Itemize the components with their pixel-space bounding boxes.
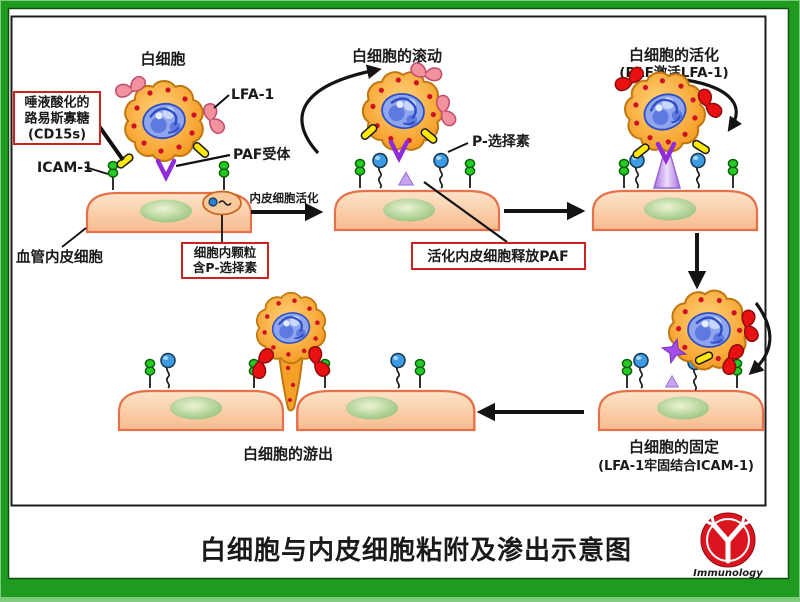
- svg-text:活化内皮细胞释放PAF: 活化内皮细胞释放PAF: [427, 248, 568, 265]
- svg-text:路易斯寡糖: 路易斯寡糖: [24, 111, 89, 127]
- arrest-subtitle: (LFA-1牢固结合ICAM-1): [598, 458, 754, 474]
- cd15s-callout-box: 唾液酸化的 路易斯寡糖 (CD15s): [13, 91, 101, 145]
- connector-line: [175, 153, 231, 168]
- connector-line: [84, 166, 109, 175]
- granule-dot: [285, 365, 291, 371]
- lfa1-label: LFA-1: [231, 87, 274, 103]
- endothelium-activation-label: 内皮细胞活化: [250, 191, 319, 205]
- vessel-label: 血管内皮细胞: [16, 248, 103, 266]
- secretory-granule-icon: [202, 190, 242, 216]
- granule-squiggle-icon: [218, 200, 232, 206]
- granule-dot: [288, 398, 292, 402]
- transmigration-title: 白细胞的游出: [243, 445, 333, 463]
- svg-text:细胞内颗粒: 细胞内颗粒: [194, 245, 257, 260]
- activation-title: 白细胞的活化: [629, 46, 719, 64]
- panel-arrest: 白细胞的固定 (LFA-1牢固结合ICAM-1): [597, 281, 772, 474]
- arrest-arrow: [748, 302, 772, 375]
- activation-subtitle: (PAF激活LFA-1): [619, 64, 728, 81]
- footer: 白细胞与内皮细胞粘附及渗出示意图 Immunology: [200, 512, 763, 579]
- rolling-title: 白细胞的滚动: [352, 47, 442, 65]
- arrest-title: 白细胞的固定: [629, 438, 719, 456]
- svg-text:唾液酸化的: 唾液酸化的: [24, 95, 89, 111]
- paf-receptor-label: PAF受体: [233, 146, 291, 163]
- granule-p-selectin-icon: [208, 197, 218, 207]
- slide-title: 白细胞与内皮细胞粘附及渗出示意图: [200, 535, 632, 566]
- logo-caption: Immunology: [693, 568, 763, 579]
- svg-text:含P-选择素: 含P-选择素: [192, 260, 258, 275]
- immunology-logo: Immunology: [693, 512, 763, 579]
- antibody-icon: [705, 515, 751, 564]
- panel-transmigration: 白细胞的游出: [117, 291, 476, 463]
- granule-callout-box: 细胞内颗粒 含P-选择素: [181, 242, 269, 279]
- leukocyte-cell: [123, 79, 205, 163]
- cell-nucleus: [346, 396, 398, 420]
- cell-nucleus: [644, 197, 696, 221]
- connector-line: [423, 181, 508, 243]
- rolling-arrow: [300, 64, 382, 155]
- panel-rolling: 白细胞的滚动 P-选择素 活化内皮细胞释放PAF: [300, 47, 586, 270]
- icam1-label: ICAM-1: [37, 160, 93, 176]
- connector-line: [61, 227, 87, 248]
- cell-nucleus: [383, 198, 435, 222]
- p-selectin-label: P-选择素: [472, 133, 530, 150]
- paf-molecule-icon: [653, 140, 681, 189]
- svg-text:(CD15s): (CD15s): [28, 128, 86, 143]
- cell-nucleus: [170, 396, 222, 420]
- leukocyte-label: 白细胞: [140, 50, 185, 68]
- granule-dot: [290, 382, 296, 388]
- panel-tethering: 白细胞 LFA-1 唾液酸化的 路易斯寡糖 (CD15s) PAF受体 ICAM…: [13, 50, 291, 279]
- connector-line: [213, 94, 230, 109]
- cell-nucleus: [140, 199, 192, 223]
- paf-release-callout-box: 活化内皮细胞释放PAF: [411, 242, 586, 270]
- activation-arrow: [685, 78, 743, 132]
- connector-line: [447, 142, 469, 153]
- panel-activation: 白细胞的活化 (PAF激活LFA-1): [591, 46, 759, 232]
- cell-nucleus: [657, 396, 709, 420]
- connector-line: [97, 124, 125, 162]
